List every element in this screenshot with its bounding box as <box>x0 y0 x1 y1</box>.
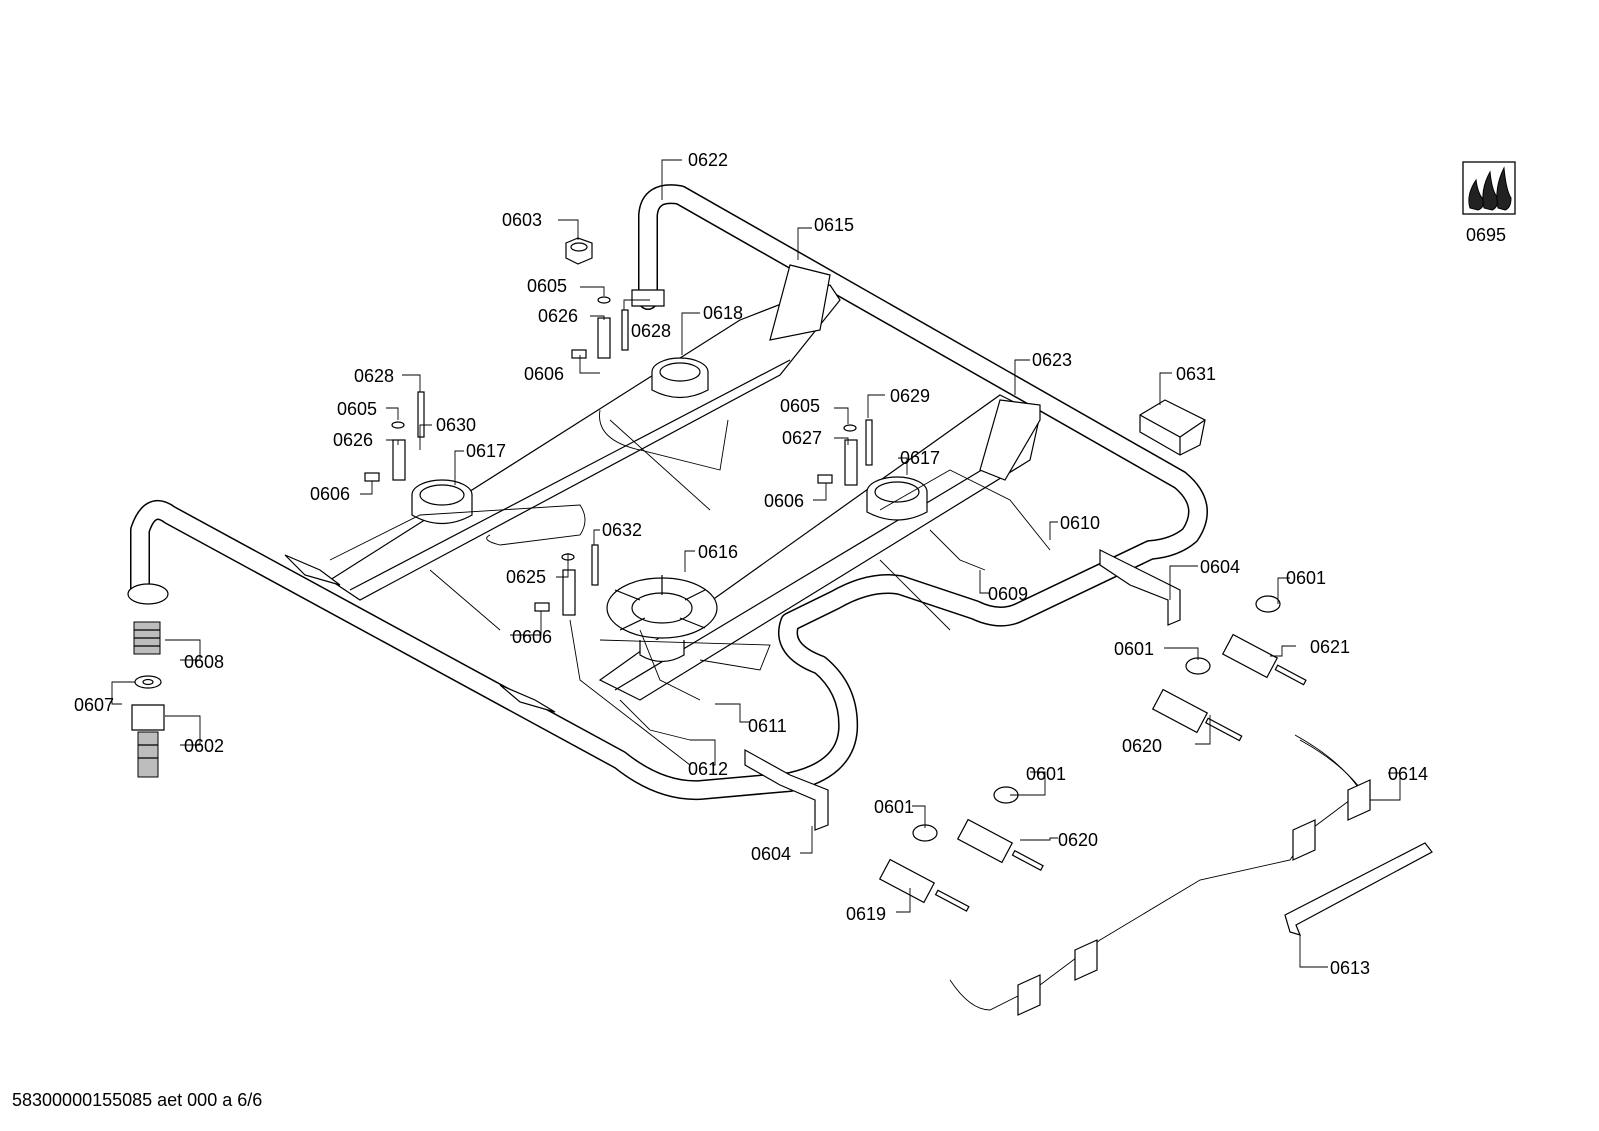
label-0608: 0608 <box>184 652 224 672</box>
leader-lines <box>111 159 1401 968</box>
label-0614: 0614 <box>1388 764 1428 784</box>
label-0619: 0619 <box>846 904 886 924</box>
label-0603: 0603 <box>502 210 542 230</box>
label-0695: 0695 <box>1466 225 1506 245</box>
label-0625: 0625 <box>506 567 546 587</box>
label-0628: 0628 <box>354 366 394 386</box>
wiring <box>329 409 1051 766</box>
pipe-end-fittings <box>131 621 165 778</box>
switch-harness-0614 <box>949 734 1371 1016</box>
label-0601: 0601 <box>1114 639 1154 659</box>
document-code: 58300000155085 aet 000 a 6/6 <box>12 1090 263 1110</box>
label-0605: 0605 <box>780 396 820 416</box>
label-0628: 0628 <box>631 321 671 341</box>
label-0615: 0615 <box>814 215 854 235</box>
label-0617: 0617 <box>466 441 506 461</box>
gas-pipe-frame <box>127 184 1208 801</box>
bracket-left <box>284 549 1181 831</box>
label-0606: 0606 <box>764 491 804 511</box>
label-0629: 0629 <box>890 386 930 406</box>
label-0601: 0601 <box>1026 764 1066 784</box>
ignition-block-0631 <box>1139 399 1206 456</box>
label-0604: 0604 <box>1200 557 1240 577</box>
label-0610: 0610 <box>1060 513 1100 533</box>
burner-right <box>866 476 928 521</box>
label-0602: 0602 <box>184 736 224 756</box>
label-0606: 0606 <box>524 364 564 384</box>
trim-strip-0613 <box>1284 842 1433 936</box>
label-0620: 0620 <box>1122 736 1162 756</box>
burner-left <box>411 479 473 524</box>
label-0604: 0604 <box>751 844 791 864</box>
label-0605: 0605 <box>527 276 567 296</box>
label-0622: 0622 <box>688 150 728 170</box>
label-0632: 0632 <box>602 520 642 540</box>
label-0620: 0620 <box>1058 830 1098 850</box>
label-0601: 0601 <box>874 797 914 817</box>
label-0607: 0607 <box>74 695 114 715</box>
nut-0603 <box>565 237 593 265</box>
label-0626: 0626 <box>538 306 578 326</box>
label-0611: 0611 <box>748 716 787 736</box>
gas-flame-symbol-icon <box>1462 161 1516 215</box>
label-0616: 0616 <box>698 542 738 562</box>
label-0618: 0618 <box>703 303 743 323</box>
label-0601: 0601 <box>1286 568 1326 588</box>
label-0626: 0626 <box>333 430 373 450</box>
label-0623: 0623 <box>1032 350 1072 370</box>
part-labels: 0622 0603 0615 0605 0626 0628 0618 0606 … <box>74 150 1506 978</box>
ignition-electrodes <box>364 296 873 616</box>
burner-front-wok <box>606 575 718 663</box>
label-0627: 0627 <box>782 428 822 448</box>
label-0621: 0621 <box>1310 637 1350 657</box>
label-0605: 0605 <box>337 399 377 419</box>
label-0613: 0613 <box>1330 958 1370 978</box>
label-0606: 0606 <box>512 627 552 647</box>
gas-valves <box>878 595 1307 912</box>
label-0606: 0606 <box>310 484 350 504</box>
label-0612: 0612 <box>688 759 728 779</box>
label-0631: 0631 <box>1176 364 1216 384</box>
burner-rear <box>651 357 709 399</box>
label-0630: 0630 <box>436 415 476 435</box>
label-0609: 0609 <box>988 584 1028 604</box>
label-0617: 0617 <box>900 448 940 468</box>
